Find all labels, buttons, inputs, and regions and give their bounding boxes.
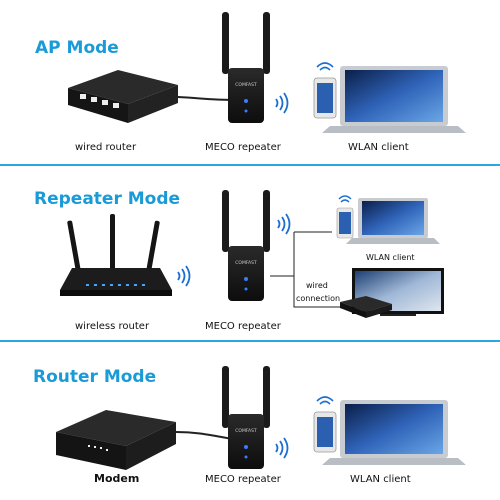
brand-logo: COMFAST (235, 82, 257, 88)
antenna-icon (263, 366, 270, 428)
label-modem: Modem (94, 472, 139, 485)
wifi-signal-icon (275, 92, 289, 114)
antenna-icon (263, 190, 270, 252)
antenna-icon (67, 220, 81, 273)
meco-repeater: COMFAST (222, 366, 270, 469)
antenna-icon (110, 214, 115, 272)
section-title-router-mode: Router Mode (33, 367, 156, 387)
section-title-repeater-mode: Repeater Mode (34, 189, 180, 209)
section-ap-mode: AP Mode wired router COMFAST MECO repeat… (35, 12, 466, 153)
smartphone-icon (336, 207, 354, 239)
wireless-router (60, 214, 172, 296)
label-wired-router: wired router (75, 142, 137, 153)
wifi-signal-icon (316, 396, 334, 405)
section-repeater-mode: Repeater Mode wireless router COMFAST (34, 189, 444, 332)
antenna-icon (263, 12, 270, 74)
label-wired: wired (306, 281, 328, 290)
brand-logo: COMFAST (235, 260, 257, 266)
label-wlan-client-3: WLAN client (350, 474, 411, 485)
connection-lines (270, 231, 340, 308)
wlan-client (313, 396, 466, 465)
label-wlan-client-1: WLAN client (348, 142, 409, 153)
label-meco-repeater-1: MECO repeater (205, 142, 282, 153)
laptop-icon (346, 198, 440, 244)
wifi-signal-icon (277, 213, 291, 235)
label-wireless-router: wireless router (75, 321, 150, 332)
meco-repeater: COMFAST (222, 12, 270, 123)
antenna-icon (222, 190, 229, 252)
brand-logo: COMFAST (235, 428, 257, 434)
smartphone-icon (313, 77, 337, 119)
label-wlan-client-2: WLAN client (366, 253, 415, 262)
label-connection: connection (296, 294, 340, 303)
meco-repeater: COMFAST (222, 190, 270, 301)
section-title-ap-mode: AP Mode (35, 38, 119, 58)
laptop-icon (322, 400, 466, 465)
laptop-icon (322, 66, 466, 133)
set-top-box-icon (340, 296, 392, 318)
label-meco-repeater-3: MECO repeater (205, 474, 282, 485)
section-divider-2 (0, 340, 500, 342)
wlan-client (313, 62, 466, 133)
antenna-icon (222, 12, 229, 74)
section-divider-1 (0, 164, 500, 166)
label-meco-repeater-2: MECO repeater (205, 321, 282, 332)
wifi-signal-icon (338, 195, 352, 203)
wifi-signal-icon (316, 62, 334, 71)
antenna-icon (222, 366, 229, 428)
smartphone-icon (313, 411, 337, 453)
wifi-signal-icon (177, 265, 191, 287)
wlan-client (336, 195, 440, 244)
antenna-icon (146, 220, 160, 273)
wifi-signal-icon (275, 437, 289, 459)
section-router-mode: Router Mode Modem COMFAST MECO repeater (33, 366, 466, 485)
modem (56, 410, 239, 470)
wired-router (68, 70, 239, 123)
